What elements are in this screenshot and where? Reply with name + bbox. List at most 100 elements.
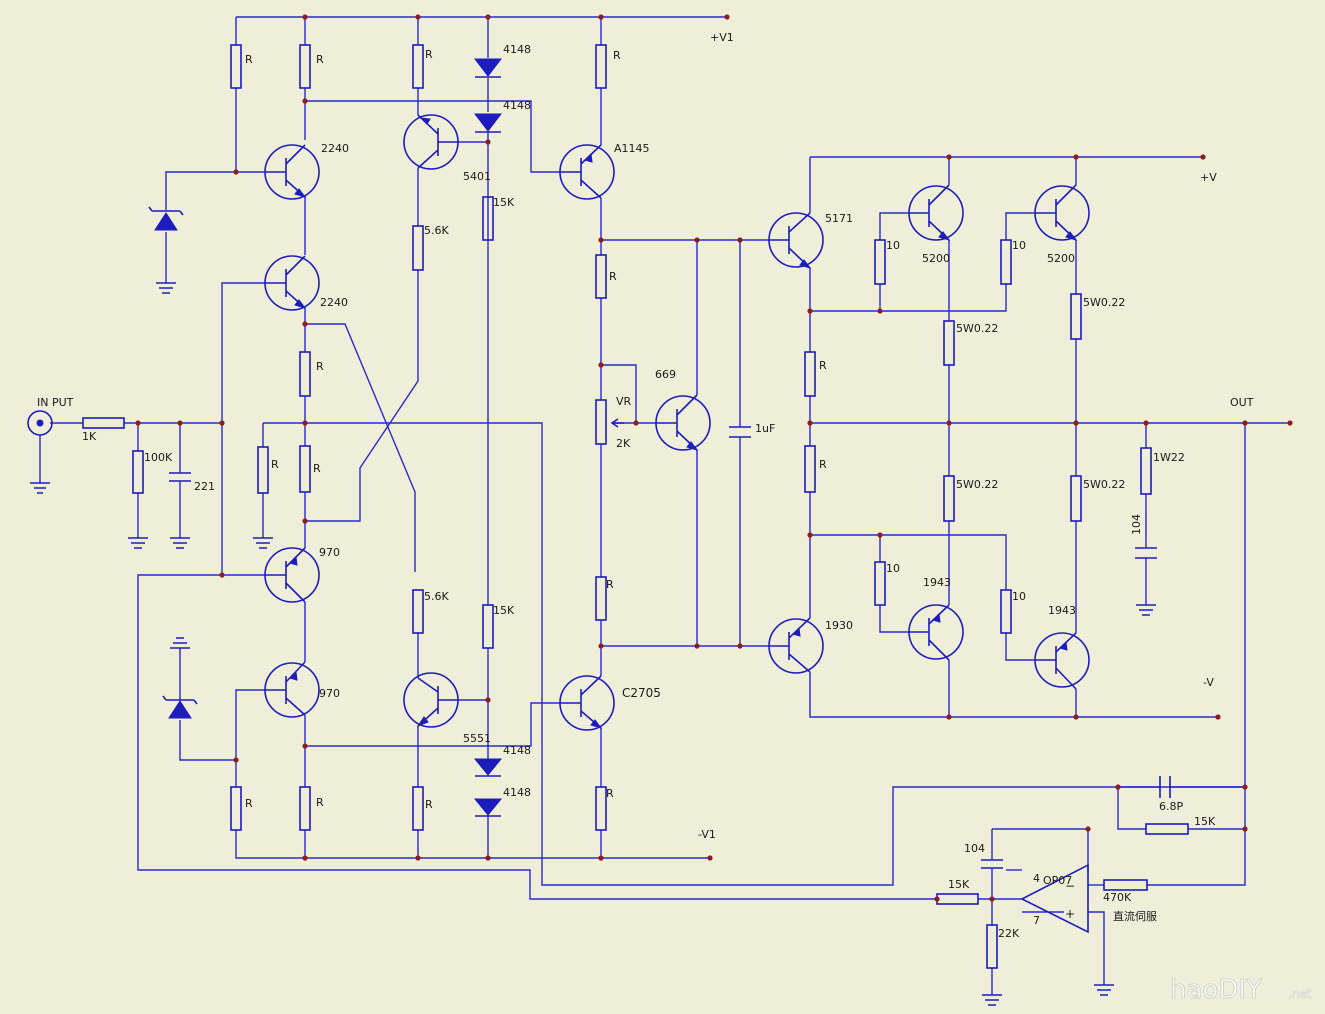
label-2k: 2K <box>616 437 631 450</box>
resistor-r12 <box>412 786 424 831</box>
resistor-10-b <box>1000 239 1012 285</box>
diodes <box>148 58 503 817</box>
opamp-op07 <box>1020 863 1089 934</box>
label-a1145: A1145 <box>614 142 650 155</box>
resistor-22k <box>986 924 998 969</box>
capacitor-1uf <box>729 426 751 438</box>
label-15k-lower: 15K <box>493 604 515 617</box>
label-c2705: C2705 <box>622 686 661 700</box>
capacitor-104-zobel <box>1135 547 1157 559</box>
label-2240-1: 2240 <box>321 142 349 155</box>
resistor-r6 <box>299 351 311 397</box>
label-6p8: 6.8P <box>1159 800 1183 813</box>
label-dc-servo: 直流伺服 <box>1113 909 1157 923</box>
label-r: R <box>819 359 827 372</box>
label-pin4: 4 <box>1033 872 1040 885</box>
ground-symbol <box>128 537 148 549</box>
resistor-r2 <box>299 44 311 89</box>
transistor-2240-2 <box>264 255 320 311</box>
resistor-r4 <box>595 44 607 89</box>
transistors <box>264 114 1090 731</box>
label-10-d: 10 <box>1012 590 1026 603</box>
label-5w022-a: 5W0.22 <box>956 322 998 335</box>
label-10-c: 10 <box>886 562 900 575</box>
diode-4148-4 <box>473 798 503 817</box>
ground-symbol <box>982 994 1002 1006</box>
resistor-r14 <box>804 351 816 397</box>
label-minus: − <box>1065 879 1075 893</box>
junctions <box>135 14 1293 902</box>
resistor-5w022-d <box>1070 475 1082 522</box>
label-r: R <box>606 578 614 591</box>
resistor-470k <box>1103 879 1148 891</box>
label-1w22: 1W22 <box>1153 451 1185 464</box>
label-4148-2: 4148 <box>503 99 531 112</box>
transistor-5200-2 <box>1034 184 1090 241</box>
resistor-5w022-a <box>943 320 955 366</box>
resistor-15k-lower <box>482 604 494 649</box>
resistor-10-d <box>1000 589 1012 634</box>
label-4148-4: 4148 <box>503 786 531 799</box>
label-5171: 5171 <box>825 212 853 225</box>
label-r: R <box>316 53 324 66</box>
label-1943-2: 1943 <box>1048 604 1076 617</box>
resistors <box>82 44 1189 969</box>
label-1uf: 1uF <box>755 422 775 435</box>
resistor-r1 <box>230 44 242 89</box>
transistor-1943-2 <box>1034 632 1090 690</box>
transistor-1930 <box>768 617 824 674</box>
label-vr: VR <box>616 395 632 408</box>
label-470k: 470K <box>1103 891 1132 904</box>
transistor-669 <box>655 394 711 451</box>
transistor-5401 <box>403 114 459 170</box>
label-1930: 1930 <box>825 619 853 632</box>
label-970-2: 970 <box>319 687 340 700</box>
transistor-a1145 <box>559 144 615 200</box>
label-r: R <box>245 53 253 66</box>
label-22k: 22K <box>998 927 1020 940</box>
label-1943-1: 1943 <box>923 576 951 589</box>
label-r: R <box>316 796 324 809</box>
watermark-text: haoDIY <box>1170 975 1262 1005</box>
label-104-zobel: 104 <box>1130 514 1143 535</box>
label-r: R <box>271 458 279 471</box>
watermark-suffix: .net <box>1288 987 1312 1001</box>
resistor-r15 <box>804 445 816 493</box>
label-5w022-c: 5W0.22 <box>956 478 998 491</box>
ground-symbol <box>30 482 50 494</box>
capacitors <box>169 426 1171 869</box>
transistor-970-2 <box>264 661 320 718</box>
transistor-5200-1 <box>908 184 964 241</box>
resistor-10-c <box>874 561 886 606</box>
resistor-r9 <box>595 576 607 621</box>
resistor-5k6-upper <box>412 225 424 271</box>
resistor-5k6-lower <box>412 589 424 634</box>
watermark: haoDIY .net <box>1170 975 1312 1006</box>
label-r: R <box>425 48 433 61</box>
transistor-c2705 <box>559 675 615 731</box>
grounds <box>30 282 1156 1006</box>
label-r: R <box>316 360 324 373</box>
rail-label-neg-v: -V <box>1203 676 1214 689</box>
label-669: 669 <box>655 368 676 381</box>
resistor-5w022-b <box>1070 293 1082 340</box>
capacitor-221 <box>169 472 191 482</box>
resistor-100k <box>132 450 144 494</box>
transistor-2240-1 <box>264 144 320 200</box>
label-15k-servo-in: 15K <box>948 878 970 891</box>
label-10-a: 10 <box>886 239 900 252</box>
ground-symbol <box>156 282 176 294</box>
resistor-1w22 <box>1140 447 1152 495</box>
label-5401: 5401 <box>463 170 491 183</box>
label-r: R <box>819 458 827 471</box>
rail-label-pos-v: +V <box>1200 171 1217 184</box>
ground-symbol <box>253 537 273 549</box>
resistor-r7 <box>257 446 269 494</box>
ground-symbol <box>1136 604 1156 616</box>
resistor-r8 <box>299 445 311 493</box>
ground-symbol <box>1094 984 1114 996</box>
capacitor-6p8 <box>1159 776 1171 798</box>
label-4148-3: 4148 <box>503 744 531 757</box>
